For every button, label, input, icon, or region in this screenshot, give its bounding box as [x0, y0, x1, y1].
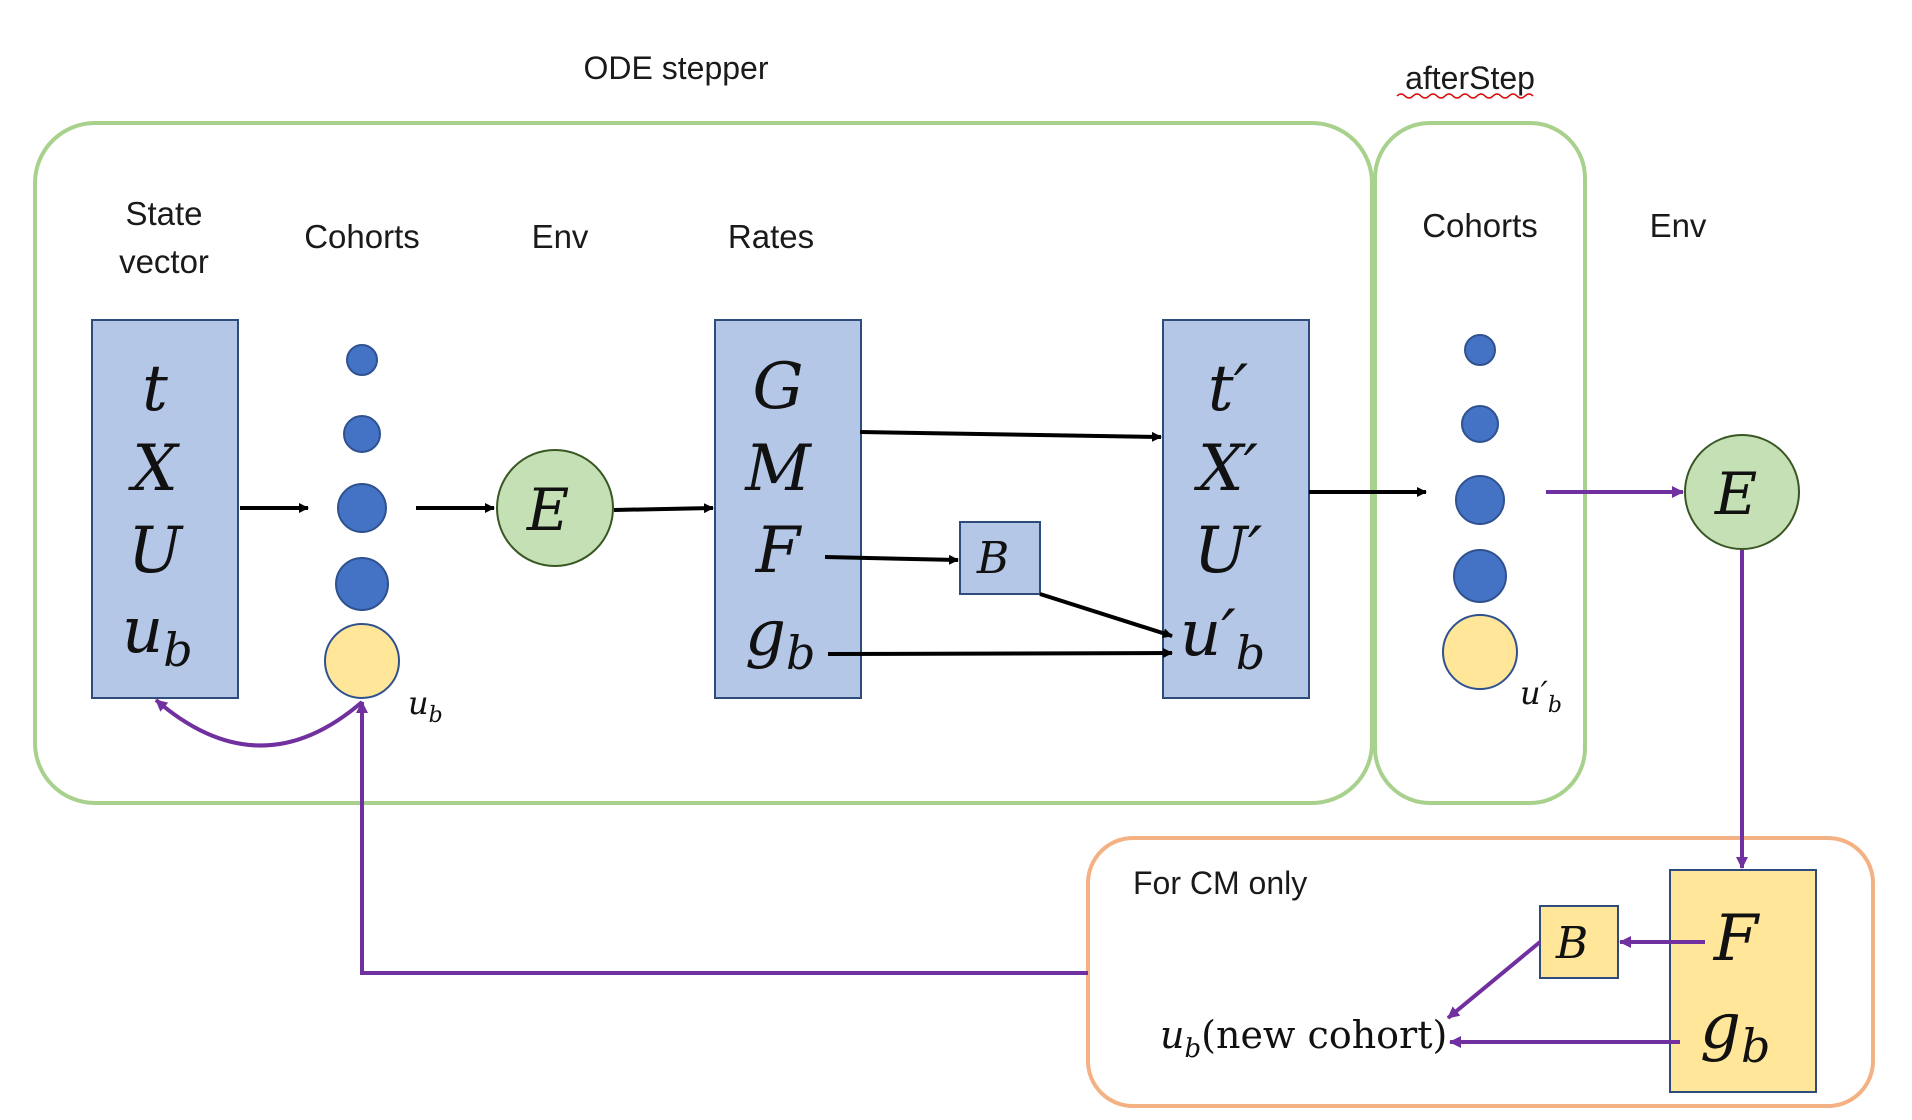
header-env: Env — [532, 218, 589, 255]
new-cohort-dot — [324, 623, 400, 699]
new-state-panel — [1162, 319, 1310, 699]
cm-gb: gb — [1700, 990, 1770, 1073]
cohort-b-sub: b — [429, 703, 443, 728]
cohort-dot — [337, 483, 387, 533]
arrow-env-to-rates — [613, 503, 714, 514]
state-vector-panel — [91, 319, 239, 699]
cohort-after-dot — [1461, 405, 1499, 443]
cm-g: g — [1700, 990, 1741, 1064]
cohort-after-ub-label: u′b — [1520, 674, 1562, 718]
cohort-after-dot — [1464, 334, 1496, 366]
cm-birth-symbol: B — [1555, 918, 1588, 969]
arrow-B-to-ub — [1039, 592, 1173, 639]
env-symbol: E — [526, 476, 569, 544]
rates-panel — [714, 319, 862, 699]
new-u: u′ — [1180, 597, 1236, 671]
env-circle — [496, 449, 614, 567]
state-ub: ub — [122, 594, 193, 677]
ode-stepper-box — [33, 121, 1374, 805]
new-ub: u′b — [1180, 597, 1265, 680]
new-cohort-after-dot — [1442, 614, 1518, 690]
header-rates: Rates — [728, 218, 814, 255]
after-step-label: afterStep — [1405, 60, 1535, 96]
rate-b-sub: b — [786, 626, 815, 680]
new-cohort-label: ub(new cohort) — [1160, 1013, 1447, 1064]
spellcheck-underline — [1396, 93, 1534, 99]
arrow-G-to-new — [859, 430, 1162, 442]
rate-g: g — [745, 597, 786, 671]
header-cohorts-after: Cohorts — [1422, 207, 1538, 244]
new-X: X′ — [1193, 432, 1259, 506]
birth-box — [959, 521, 1041, 595]
new-U: U′ — [1194, 514, 1263, 588]
new-cohort-text: (new cohort) — [1201, 1013, 1447, 1057]
state-X: X — [127, 432, 180, 506]
cm-rates-panel — [1669, 869, 1817, 1093]
cohort-after-u: u′ — [1520, 674, 1549, 712]
new-b-sub: b — [1236, 626, 1265, 680]
after-step-box — [1373, 121, 1587, 805]
cohort-u: u — [408, 684, 429, 722]
state-U: U — [128, 514, 184, 588]
env-after-circle — [1684, 434, 1800, 550]
rate-G: G — [752, 350, 803, 424]
cohort-ub-label: ub — [408, 684, 443, 728]
env-after-symbol: E — [1714, 460, 1757, 528]
cohort-after-dot — [1455, 475, 1505, 525]
arrow-new-cohort-feedback — [356, 701, 1088, 975]
ode-stepper-label: ODE stepper — [584, 50, 769, 86]
cohort-after-b-sub: b — [1548, 693, 1562, 718]
header-cohorts: Cohorts — [304, 218, 420, 255]
state-u: u — [122, 594, 163, 668]
cm-F: F — [1713, 902, 1761, 976]
arrow-F-to-B — [824, 554, 959, 565]
header-state-line1: State — [125, 195, 202, 232]
rate-gb: gb — [745, 597, 815, 680]
cohort-dot — [343, 415, 381, 453]
header-state-line2: vector — [119, 243, 209, 280]
new-t: t′ — [1208, 352, 1249, 426]
cohort-dot — [346, 344, 378, 376]
cm-only-label: For CM only — [1133, 865, 1307, 901]
new-cohort-b-sub: b — [1184, 1034, 1201, 1064]
state-t: t — [142, 352, 168, 426]
birth-symbol: B — [976, 533, 1009, 584]
cm-b-sub: b — [1741, 1019, 1770, 1073]
state-b-sub: b — [163, 623, 192, 677]
cohort-after-dot — [1453, 549, 1507, 603]
rate-M: M — [744, 432, 812, 506]
arrow-cm-birth-to-new-cohort — [1446, 940, 1542, 1020]
new-cohort-u: u — [1160, 1013, 1184, 1057]
cm-birth-box — [1539, 905, 1619, 979]
arrow-gb-to-ub — [827, 648, 1173, 659]
header-env-after: Env — [1650, 207, 1707, 244]
rate-F: F — [755, 514, 803, 588]
cohort-dot — [335, 557, 389, 611]
arrow-cohort-to-state — [154, 698, 364, 748]
